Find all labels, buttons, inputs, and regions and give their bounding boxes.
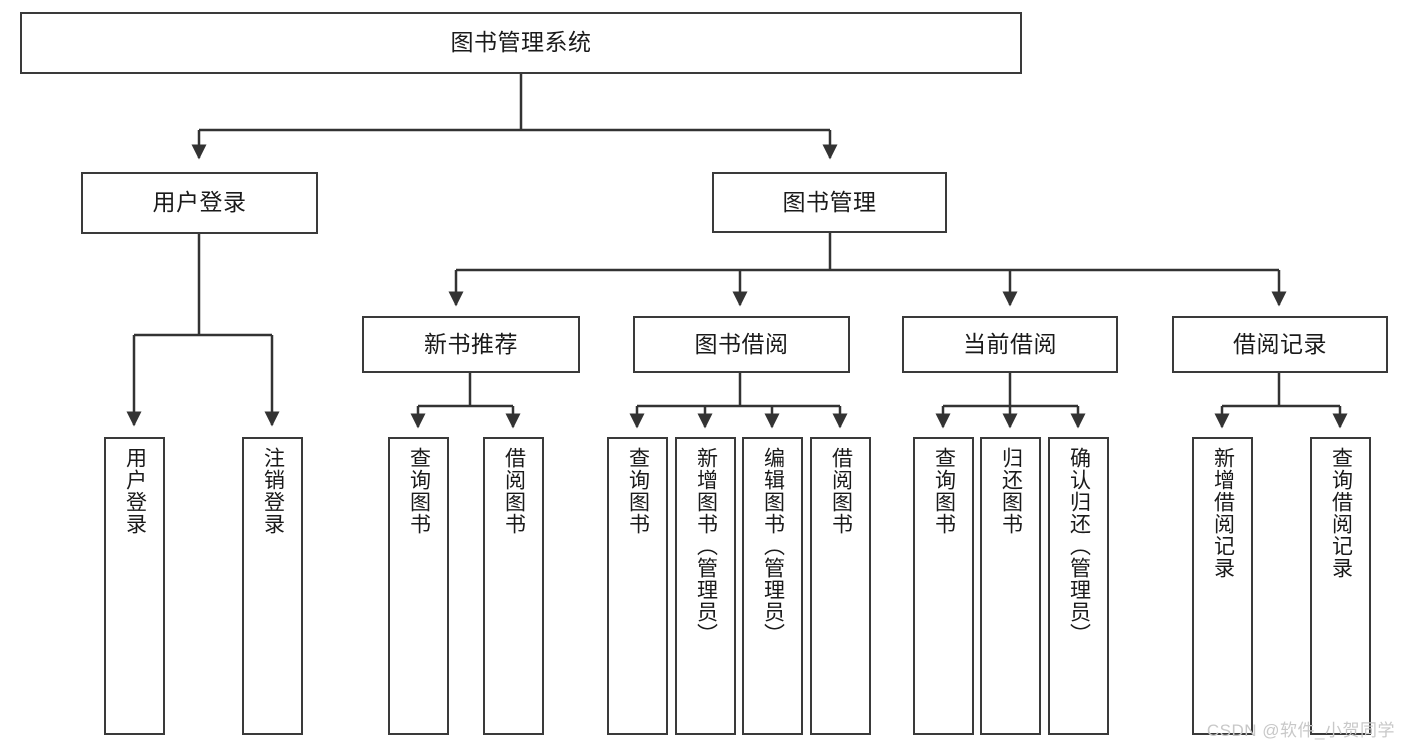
node-leaf-confirm-return-admin[interactable]: 确认归还（管理员） (1048, 437, 1109, 735)
node-leaf-add-book-admin[interactable]: 新增图书（管理员） (675, 437, 736, 735)
node-current-borrow[interactable]: 当前借阅 (902, 316, 1118, 373)
node-book-management[interactable]: 图书管理 (712, 172, 947, 233)
node-label: 借阅图书 (502, 447, 526, 535)
node-label: 新增图书（管理员） (694, 447, 718, 645)
node-leaf-logout[interactable]: 注销登录 (242, 437, 303, 735)
node-leaf-borrow-book[interactable]: 借阅图书 (810, 437, 871, 735)
node-label: 查询借阅记录 (1329, 447, 1353, 579)
node-new-book-recommend[interactable]: 新书推荐 (362, 316, 580, 373)
node-leaf-return-book[interactable]: 归还图书 (980, 437, 1041, 735)
node-borrow-record[interactable]: 借阅记录 (1172, 316, 1388, 373)
node-leaf-user-login[interactable]: 用户登录 (104, 437, 165, 735)
node-label: 编辑图书（管理员） (761, 447, 785, 645)
node-leaf-query-borrow-record[interactable]: 查询借阅记录 (1310, 437, 1371, 735)
node-label: 当前借阅 (963, 330, 1057, 357)
node-leaf-query-book-borrow[interactable]: 查询图书 (607, 437, 668, 735)
csdn-watermark: CSDN @软件_小贺同学 (1206, 721, 1395, 740)
node-label: 用户登录 (123, 447, 147, 535)
node-label: 查询图书 (626, 447, 650, 535)
node-leaf-add-borrow-record[interactable]: 新增借阅记录 (1192, 437, 1253, 735)
node-label: 借阅图书 (829, 447, 853, 535)
node-leaf-query-book-current[interactable]: 查询图书 (913, 437, 974, 735)
node-leaf-query-book-recommend[interactable]: 查询图书 (388, 437, 449, 735)
node-label: 图书管理系统 (450, 29, 592, 56)
node-label: 注销登录 (261, 447, 285, 535)
node-label: 查询图书 (932, 447, 956, 535)
node-label: 图书管理 (782, 188, 877, 215)
node-label: 新书推荐 (424, 330, 518, 357)
node-label: 图书借阅 (694, 330, 789, 357)
node-label: 新增借阅记录 (1211, 447, 1235, 579)
node-leaf-edit-book-admin[interactable]: 编辑图书（管理员） (742, 437, 803, 735)
node-user-login[interactable]: 用户登录 (81, 172, 318, 234)
node-book-management-system[interactable]: 图书管理系统 (20, 12, 1022, 74)
node-label: 确认归还（管理员） (1067, 447, 1091, 645)
node-label: 用户登录 (152, 189, 247, 216)
node-book-borrow[interactable]: 图书借阅 (633, 316, 850, 373)
node-label: 归还图书 (999, 447, 1023, 535)
node-label: 借阅记录 (1233, 330, 1327, 357)
node-label: 查询图书 (407, 447, 431, 535)
node-leaf-borrow-book-recommend[interactable]: 借阅图书 (483, 437, 544, 735)
